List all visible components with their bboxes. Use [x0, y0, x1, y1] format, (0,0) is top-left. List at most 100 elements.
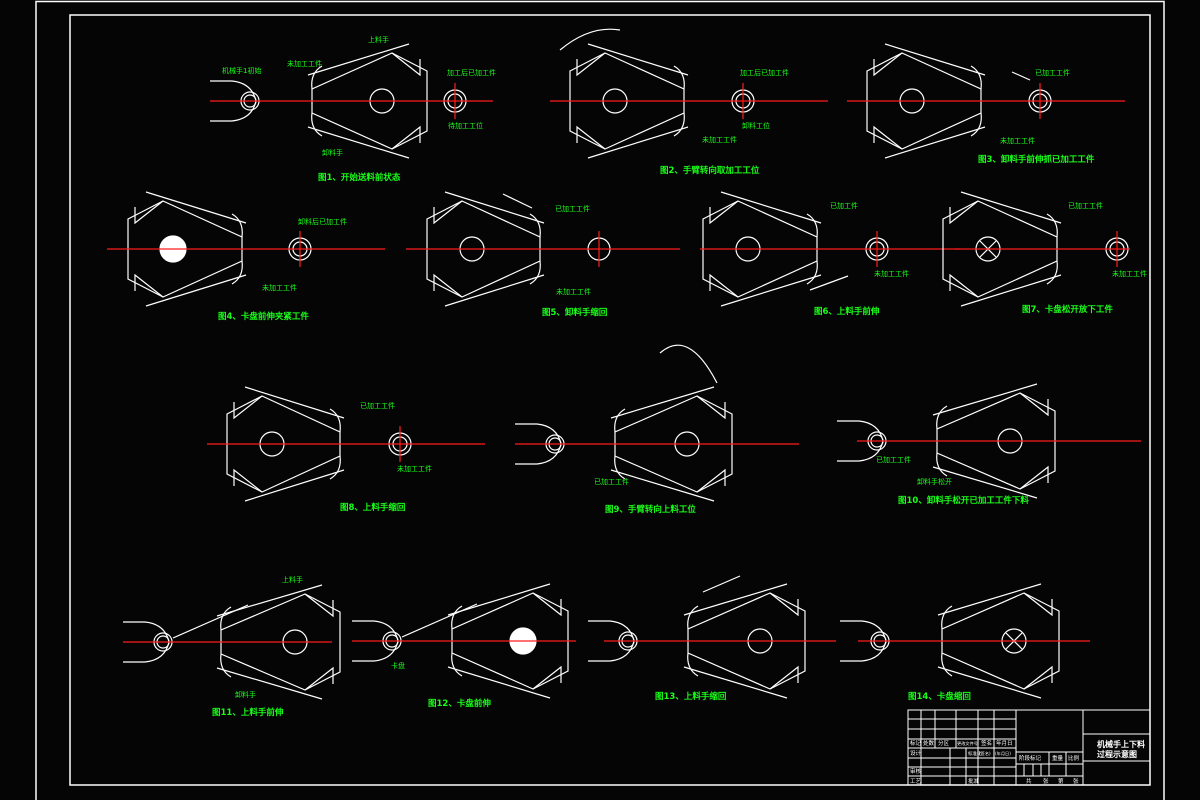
- arm-rail-bottom: [244, 469, 345, 502]
- gripper-jaw-bottom: [451, 652, 463, 677]
- arm-lug-bottom: [532, 665, 562, 690]
- part-label: 未加工工件: [1000, 136, 1035, 145]
- part-label: 已加工工件: [594, 477, 629, 486]
- figure-caption: 图8、上料手缩回: [340, 502, 405, 513]
- gripper-jaw-bottom: [614, 455, 626, 480]
- drawing-title-line2: 过程示意图: [1097, 749, 1137, 759]
- gripper-jaw-top: [614, 408, 626, 433]
- arm-lug-top: [391, 52, 421, 77]
- arm-rail-bottom: [216, 667, 323, 700]
- gripper-jaw-bottom: [529, 260, 541, 285]
- arm-lug-bottom: [576, 125, 606, 150]
- arm-rail-bottom: [937, 666, 1042, 699]
- rotation-arrow-icon: [659, 344, 718, 384]
- part-label: 未加工工件: [556, 287, 591, 296]
- tb-header-change-doc: 更改文件号: [957, 740, 978, 747]
- gripper-jaw-top: [451, 605, 463, 630]
- motion-arrow-icon: [809, 275, 849, 291]
- part-label: 卸料手松开: [917, 477, 952, 486]
- figure-caption: 图11、上料手前伸: [212, 707, 284, 718]
- part-label: 待加工工位: [448, 121, 483, 130]
- arm-rail-bottom: [307, 126, 410, 159]
- gripper-jaw-bottom: [936, 452, 948, 477]
- tb-stage-mark-label: 阶段标记: [1019, 754, 1042, 762]
- gripper-jaw-top: [1046, 213, 1058, 238]
- arm-lug-bottom: [1023, 665, 1053, 690]
- gripper-jaw-top: [936, 405, 948, 430]
- part-label: 未加工工件: [262, 283, 297, 292]
- tb-standardization-label: 标准化: [968, 750, 982, 757]
- tb-sheet-number-label: 第: [1058, 777, 1064, 785]
- tb-date-label: (年月日): [995, 750, 1011, 757]
- arm-rail-bottom: [932, 466, 1038, 499]
- arm-rail-top: [610, 386, 715, 419]
- gripper-jaw-top: [941, 605, 953, 630]
- gripper-jaw-bottom: [970, 112, 982, 137]
- part-label: 已加工工件: [1068, 201, 1103, 210]
- arm-rail-bottom: [610, 469, 715, 502]
- part-label: 卸料后已加工件: [298, 217, 347, 226]
- drawing-title-line1: 机械手上下料: [1097, 739, 1145, 749]
- part-label: 卡盘: [391, 661, 405, 670]
- tb-sheet-unit2-label: 张: [1073, 777, 1079, 785]
- arm-lug-top: [696, 395, 726, 420]
- figure-caption: 图12、卡盘前伸: [428, 698, 491, 709]
- tb-sheet-total-label: 共: [1026, 777, 1032, 785]
- part-label: 已加工件: [830, 201, 858, 210]
- arm-lug-bottom: [233, 468, 263, 493]
- arm-lug-top: [769, 592, 799, 617]
- revision-grid: [908, 710, 1150, 785]
- arm-rail-top: [307, 43, 410, 76]
- arm-rail-bottom: [720, 274, 822, 307]
- part-label: 加工后已加工件: [447, 68, 496, 77]
- figure-caption: 图2、手臂转向取加工工位: [660, 165, 760, 176]
- figure-fig14: 图14、卡盘缩回: [840, 583, 1090, 702]
- tb-process-label: 工艺: [910, 778, 922, 785]
- arm-rail-bottom: [444, 274, 545, 307]
- part-label: 卸料手: [235, 690, 256, 699]
- gripper-jaw-top: [687, 605, 699, 630]
- part-label: 已加工工件: [360, 401, 395, 410]
- part-label: 卸料手: [322, 148, 343, 157]
- tb-approve-label: 批准: [968, 777, 980, 785]
- gripper-jaw-bottom: [231, 260, 243, 285]
- arm-lug-bottom: [769, 665, 799, 690]
- gripper-jaw-top: [329, 408, 341, 433]
- arm-rail-top: [884, 43, 986, 76]
- arm-rail-bottom: [960, 274, 1062, 307]
- gripper-jaw-top: [311, 65, 323, 90]
- tb-sheet-unit-label: 张: [1043, 777, 1049, 785]
- gripper-jaw-bottom: [687, 652, 699, 677]
- arm-lug-top: [1019, 392, 1049, 417]
- part-label: 机械手1初始: [222, 66, 261, 75]
- part-label: 未加工工件: [874, 269, 909, 278]
- arm-lug-top: [233, 395, 263, 420]
- figure-caption: 图4、卡盘前伸夹紧工件: [218, 311, 309, 322]
- gripper-jaw-bottom: [329, 455, 341, 480]
- part-label: 未加工工件: [1112, 269, 1147, 278]
- figure-caption: 图10、卸料手松开已加工工件下料: [898, 495, 1029, 506]
- arm-rail-top: [587, 43, 689, 76]
- arm-lug-bottom: [1019, 465, 1049, 490]
- figure-caption: 图7、卡盘松开放下工件: [1022, 304, 1113, 315]
- rotation-arrow-icon: [559, 28, 621, 51]
- gripper-jaw-bottom: [1046, 260, 1058, 285]
- arm-lug-top: [949, 200, 979, 225]
- figure-caption: 图1、开始送料前状态: [318, 172, 401, 183]
- tb-weight-label: 重量: [1052, 754, 1064, 762]
- arm-rail-top: [444, 191, 545, 224]
- arm-lug-bottom: [696, 468, 726, 493]
- part-label: 上料手: [368, 35, 389, 44]
- arm-lug-top: [1023, 592, 1053, 617]
- gripper-jaw-top: [231, 213, 243, 238]
- inner-frame: [69, 14, 1151, 786]
- arm-rail-top: [960, 191, 1062, 224]
- arm-rail-bottom: [145, 274, 247, 307]
- gripper-jaw-top: [673, 65, 685, 90]
- part-label: 已加工工件: [555, 204, 590, 213]
